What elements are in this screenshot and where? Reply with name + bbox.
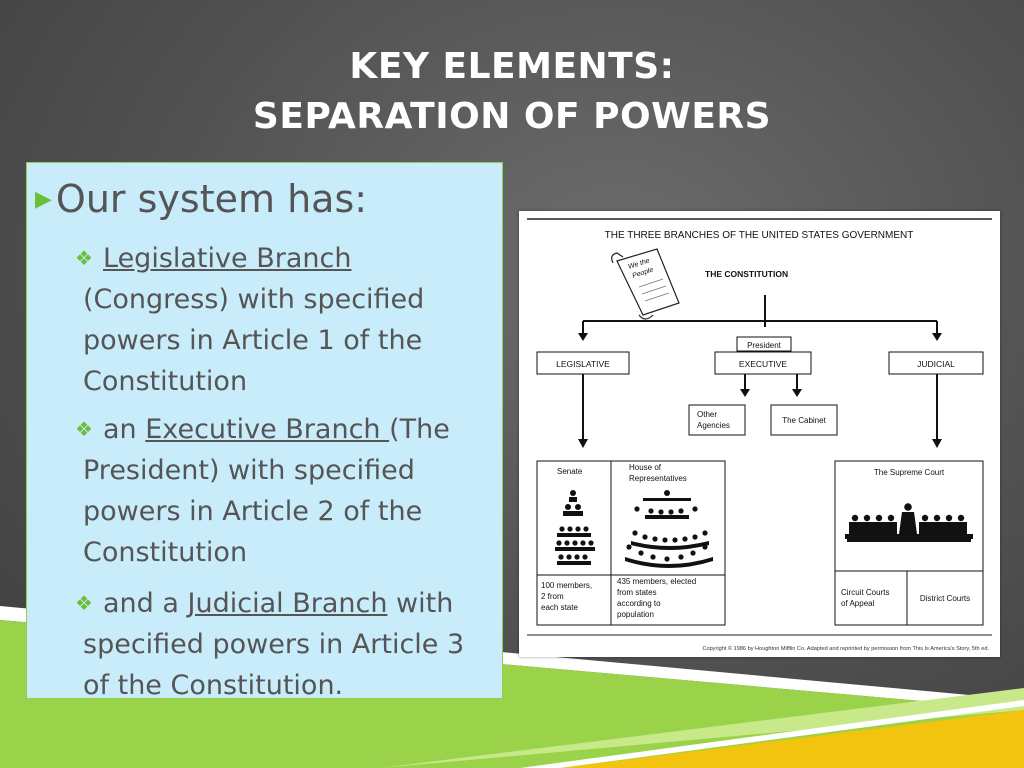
judicial-prefix: and a [103,588,188,619]
cabinet-label: The Cabinet [782,416,826,425]
executive-branch-link[interactable]: Executive Branch [145,414,390,445]
judicial-branch-link[interactable]: Judicial Branch [187,588,388,619]
copyright-text: Copyright © 1986 by Houghton Mifflin Co.… [702,645,989,652]
executive-rest: (The President) with specified powers in… [83,414,450,568]
title-line-1: KEY ELEMENTS: [349,46,675,87]
circuit-courts-2: of Appeal [841,599,875,608]
house-note-3: according to [617,599,661,608]
house-note-2: from states [617,588,657,597]
branches-diagram: THE THREE BRANCHES OF THE UNITED STATES … [519,211,1000,657]
executive-box [714,351,812,375]
lead-line: ▶Our system has: [35,177,367,222]
bullet-legislative: ❖ Legislative Branch (Congress) with spe… [75,238,495,402]
stripe-white-2 [520,700,1024,768]
senate-label: Senate [557,467,583,476]
executive-label: EXECUTIVE [739,359,788,369]
other-agencies-2: Agencies [697,421,730,430]
supreme-court-label: The Supreme Court [874,468,945,477]
judicial-rest: with specified powers in Article 3 of th… [83,588,465,701]
diagram-heading: THE THREE BRANCHES OF THE UNITED STATES … [605,230,914,241]
house-label-1: House of [629,463,662,472]
triangle-bullet-icon: ▶ [35,187,52,212]
house-note-4: population [617,610,654,619]
other-agencies-1: Other [697,410,717,419]
lead-text: Our system has: [55,177,368,221]
diamond-bullet-icon: ❖ [75,591,93,615]
bullet-executive: ❖ an Executive Branch (The President) wi… [75,409,495,573]
senate-note-3: each state [541,603,578,612]
slide-title: KEY ELEMENTS: SEPARATION OF POWERS [0,42,1024,142]
text-panel: ▶Our system has: ❖ Legislative Branch (C… [26,162,503,701]
legislative-branch-link[interactable]: Legislative Branch [103,243,352,274]
senate-figures-icon [555,490,595,565]
diamond-bullet-icon: ❖ [75,246,93,270]
house-label-2: Representatives [629,474,687,483]
district-courts-label: District Courts [920,594,970,603]
president-label: President [747,341,782,350]
legislative-rest: (Congress) with specified powers in Arti… [83,284,425,397]
circuit-courts-1: Circuit Courts [841,588,889,597]
constitution-label: THE CONSTITUTION [705,269,788,279]
scroll-icon: We the People [611,248,680,320]
senate-note-1: 100 members, [541,581,592,590]
senate-note-2: 2 from [541,592,564,601]
executive-prefix: an [103,414,146,445]
house-figures-icon [625,490,713,568]
justices-icon [845,503,973,542]
judicial-label: JUDICIAL [917,359,955,369]
stripe-light-green [380,688,1024,768]
diamond-bullet-icon: ❖ [75,417,93,441]
legislative-label: LEGISLATIVE [556,359,610,369]
stripe-yellow [560,710,1024,768]
title-line-2: SEPARATION OF POWERS [252,96,772,137]
bullet-judicial: ❖ and a Judicial Branch with specified p… [75,583,495,706]
house-note-1: 435 members, elected [617,577,696,586]
court-box [834,460,984,626]
